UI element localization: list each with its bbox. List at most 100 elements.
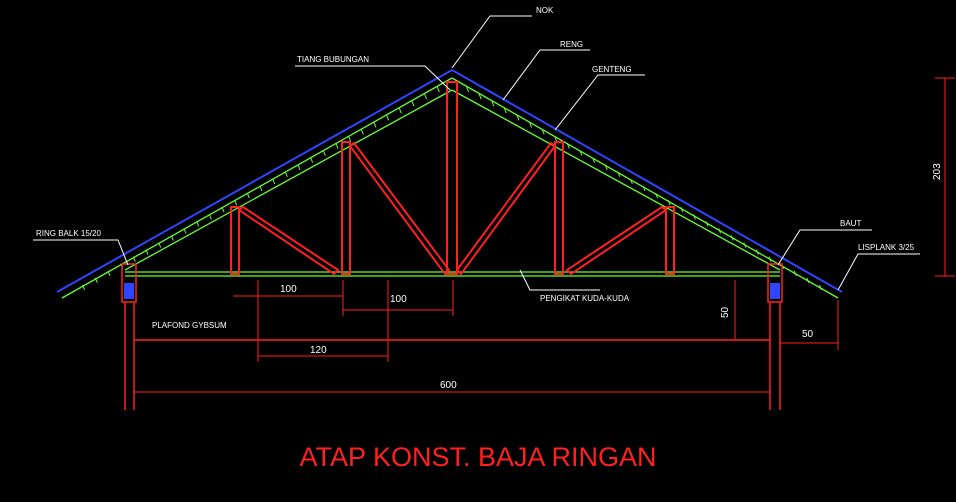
leader-ring-balk bbox=[33, 239, 129, 266]
reng-tick bbox=[284, 171, 288, 178]
reng-tick bbox=[579, 150, 583, 156]
reng-tick bbox=[755, 249, 759, 255]
diagonal-right-1 bbox=[565, 205, 668, 276]
support-bolts bbox=[124, 283, 780, 299]
reng-tick bbox=[259, 185, 263, 192]
reng-tick bbox=[529, 122, 533, 128]
reng-tick bbox=[818, 284, 822, 291]
reng-tick bbox=[94, 277, 98, 284]
reng-tick bbox=[516, 115, 520, 121]
label-tiang-bubungan: TIANG BUBUNGAN bbox=[297, 55, 369, 64]
reng-tick bbox=[491, 101, 495, 107]
reng-tick bbox=[466, 86, 470, 93]
post-left-1 bbox=[230, 206, 240, 275]
reng-tick bbox=[629, 178, 633, 185]
reng-tick bbox=[145, 249, 149, 255]
post-left-2 bbox=[341, 141, 351, 275]
roof-covering bbox=[56, 69, 843, 293]
reng-tick bbox=[718, 228, 722, 234]
bolt-right-fill bbox=[770, 283, 780, 299]
reng-tick bbox=[705, 221, 709, 227]
diagonal-left-2 bbox=[348, 141, 451, 276]
reng-tick bbox=[680, 207, 684, 213]
post-right-1 bbox=[665, 206, 675, 275]
reng-tick bbox=[398, 108, 402, 114]
king-post bbox=[446, 81, 458, 275]
reng-tick bbox=[541, 129, 545, 135]
diagonal-right-2 bbox=[455, 141, 557, 276]
reng-tick bbox=[246, 192, 250, 199]
leader-reng bbox=[502, 49, 590, 101]
roof-left-slope bbox=[56, 69, 453, 293]
reng-tick bbox=[768, 256, 772, 262]
reng-tick bbox=[655, 192, 659, 199]
reng-tick bbox=[424, 93, 428, 100]
reng-tick bbox=[667, 199, 671, 206]
label-genteng: GENTENG bbox=[592, 65, 632, 74]
reng-tick bbox=[234, 199, 238, 206]
reng-tick bbox=[793, 270, 797, 276]
reng-tick bbox=[348, 136, 352, 142]
dim-text-50-right: 50 bbox=[802, 329, 814, 340]
diagonal-left-1 bbox=[237, 205, 340, 276]
reng-tick bbox=[196, 221, 200, 227]
leader-nok bbox=[451, 15, 532, 69]
reng-tick bbox=[554, 136, 558, 142]
dim-text-50-vert: 50 bbox=[720, 306, 731, 318]
reng-tick bbox=[132, 256, 136, 262]
bolt-left-fill bbox=[124, 283, 134, 299]
reng-tick bbox=[806, 277, 810, 284]
dim-text-600: 600 bbox=[440, 380, 457, 391]
reng-tick bbox=[107, 270, 111, 276]
top-chord-left-inner bbox=[124, 89, 453, 271]
reng-tick bbox=[297, 164, 301, 170]
top-chords bbox=[61, 77, 839, 299]
reng-tick bbox=[373, 122, 377, 128]
reng-tick bbox=[592, 157, 596, 163]
reng-tick bbox=[310, 157, 314, 163]
leader-baut bbox=[777, 229, 872, 266]
label-reng: RENG bbox=[560, 40, 583, 49]
top-chord-right-outer bbox=[451, 77, 839, 299]
reng-tick bbox=[183, 228, 187, 234]
label-plafond: PLAFOND GYBSUM bbox=[152, 321, 227, 330]
reng-tick bbox=[503, 108, 507, 114]
reng-tick bbox=[617, 171, 621, 178]
reng-tick bbox=[411, 101, 415, 107]
roof-right-slope bbox=[451, 69, 843, 293]
top-chord-right-inner bbox=[451, 89, 781, 271]
reng-tick bbox=[335, 143, 339, 149]
leader-pengikat bbox=[519, 269, 600, 291]
reng-tick bbox=[82, 284, 86, 291]
reng-tick bbox=[478, 93, 482, 100]
reng-tick bbox=[436, 86, 440, 93]
reng-tick bbox=[566, 143, 570, 149]
dim-text-203: 203 bbox=[932, 163, 943, 180]
dim-text-100-mid: 100 bbox=[390, 294, 407, 305]
leader-tiang bbox=[295, 65, 451, 91]
drawing-title: ATAP KONST. BAJA RINGAN bbox=[299, 442, 656, 472]
reng-tick bbox=[208, 214, 212, 220]
reng-tick bbox=[730, 235, 734, 241]
reng-tick bbox=[743, 242, 747, 248]
reng-tick bbox=[360, 129, 364, 135]
reng-tick bbox=[386, 115, 390, 121]
reng-ticks bbox=[82, 86, 822, 291]
label-ring-balk: RING BALK 15/20 bbox=[36, 229, 101, 238]
ring-balk-left bbox=[121, 263, 137, 303]
label-lisplank: LISPLANK 3/25 bbox=[858, 243, 915, 252]
reng-tick bbox=[170, 235, 174, 241]
reng-tick bbox=[221, 207, 225, 213]
label-baut: BAUT bbox=[840, 219, 861, 228]
leader-lines bbox=[33, 15, 920, 291]
label-nok: NOK bbox=[536, 6, 554, 15]
reng-tick bbox=[322, 150, 326, 156]
dimension-lines bbox=[134, 77, 955, 393]
reng-tick bbox=[158, 242, 162, 248]
reng-tick bbox=[642, 185, 646, 192]
post-right-2 bbox=[554, 141, 564, 275]
dim-text-100-left: 100 bbox=[280, 284, 297, 295]
dim-text-120: 120 bbox=[310, 345, 327, 356]
reng-tick bbox=[604, 164, 608, 170]
